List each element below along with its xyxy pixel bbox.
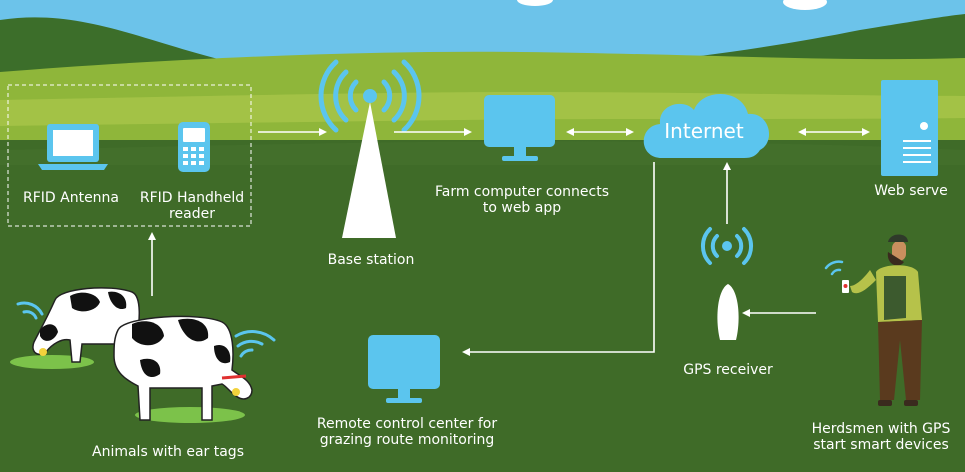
herdsman-icon — [824, 234, 922, 406]
server-icon — [881, 80, 938, 176]
arrow-internet-to-remote — [462, 162, 655, 356]
remote-control-label: Remote control center for grazing route … — [300, 416, 514, 448]
farm-computer-label-line1: Farm computer connects — [434, 184, 609, 200]
gps-receiver-label: GPS receiver — [683, 362, 773, 378]
monitor-icon — [368, 335, 440, 403]
antenna-tower-icon — [318, 59, 422, 238]
connectors — [148, 128, 870, 356]
farm-computer-label: Farm computer connects to web app — [420, 184, 624, 216]
farm-computer-label-line2: to web app — [482, 200, 562, 216]
rfid-handheld-label-line1: RFID Handheld — [139, 190, 245, 206]
rfid-handheld-label: RFID Handheld reader — [128, 190, 256, 222]
gps-receiver-icon — [700, 227, 754, 340]
rfid-handheld-label-line2: reader — [169, 206, 215, 222]
cloud-decoration — [783, 0, 827, 10]
cow-icon — [10, 287, 276, 423]
monitor-icon — [484, 95, 555, 161]
handheld-reader-icon — [178, 122, 210, 172]
laptop-icon — [38, 124, 108, 170]
rfid-group-box — [7, 84, 252, 227]
base-station-label: Base station — [327, 252, 415, 268]
animals-label: Animals with ear tags — [92, 444, 244, 460]
cloud-decoration — [517, 0, 553, 6]
cloud-icon — [643, 93, 770, 158]
rfid-antenna-label: RFID Antenna — [22, 190, 120, 206]
remote-control-label-line2: grazing route monitoring — [319, 432, 495, 448]
herdsmen-label-line1: Herdsmen with GPS — [811, 421, 951, 437]
web-server-label: Web serve — [874, 183, 948, 199]
internet-label: Internet — [664, 119, 744, 143]
remote-control-label-line1: Remote control center for — [316, 416, 498, 432]
herdsmen-label: Herdsmen with GPS start smart devices — [800, 421, 962, 453]
herdsmen-label-line2: start smart devices — [813, 437, 949, 453]
